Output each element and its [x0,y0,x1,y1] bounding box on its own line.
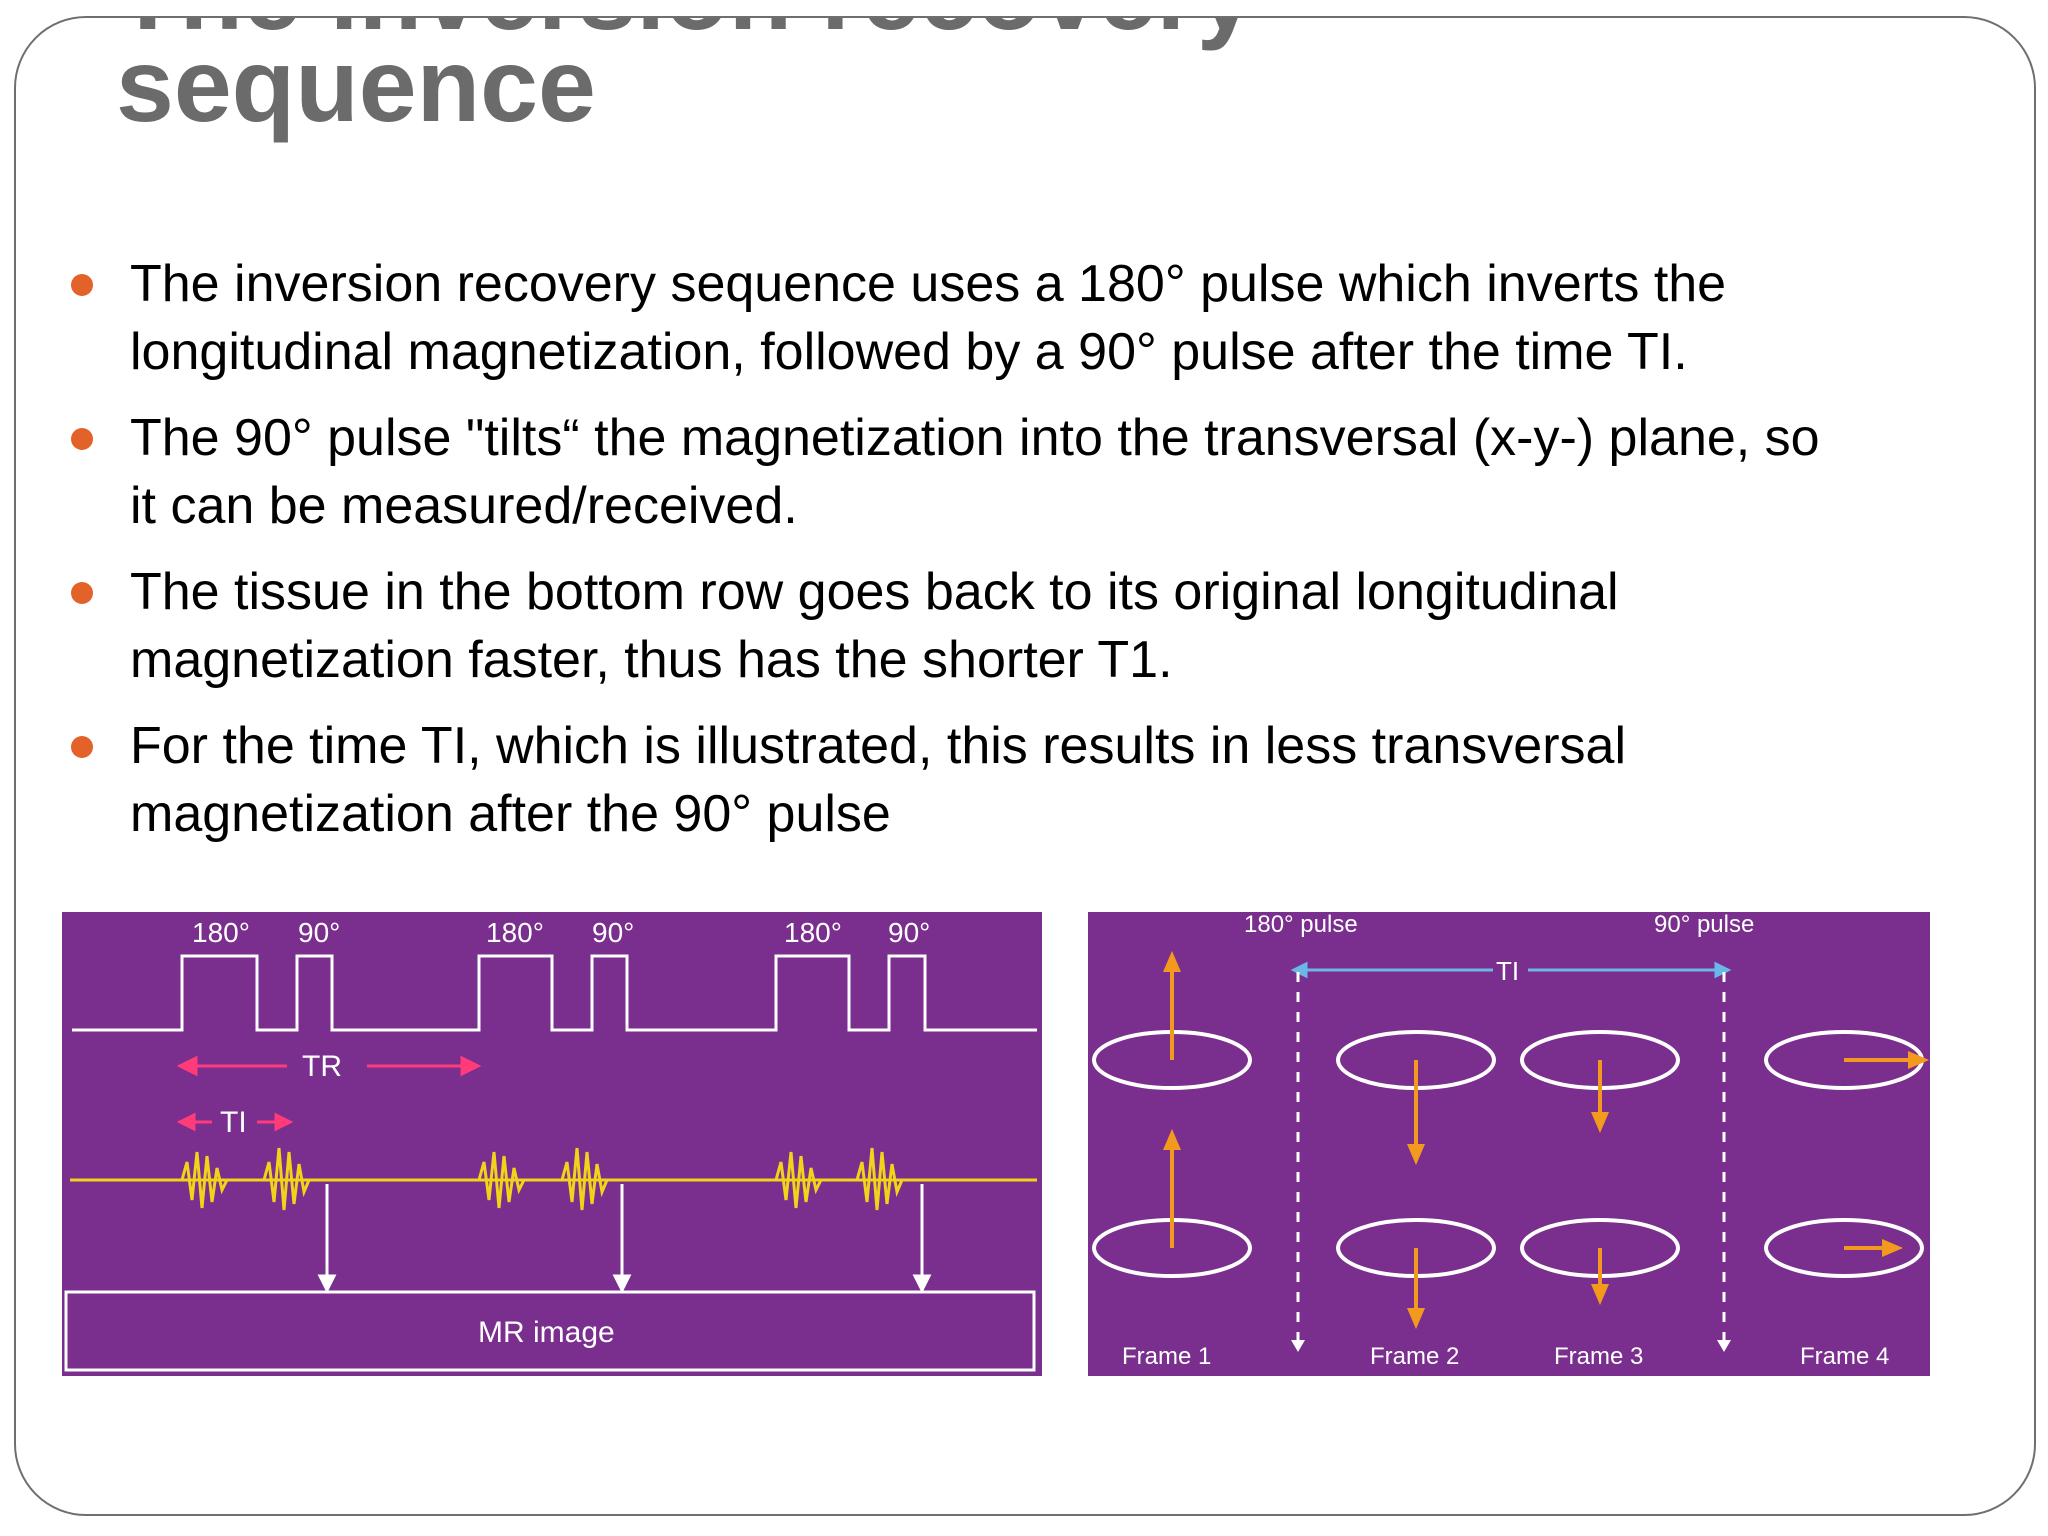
bullet-dot [71,428,93,450]
magnetization-figure: 180° pulse 90° pulse TI [1088,912,1930,1376]
slide-title-line-2: sequence [116,28,596,144]
frame-label: Frame 2 [1370,1343,1459,1370]
bullet-item: For the time TI, which is illustrated, t… [66,712,1826,848]
bullet-text: For the time TI, which is illustrated, t… [130,717,1626,843]
bullet-text: The tissue in the bottom row goes back t… [130,563,1619,689]
figure-background [1088,912,1930,1376]
readout-arrows [317,1184,932,1294]
bullet-text: The 90° pulse "tilts“ the magnetization … [130,409,1820,535]
bullet-dot [71,582,93,604]
bullet-text: The inversion recovery sequence uses a 1… [130,255,1727,381]
frame-label: Frame 3 [1554,1343,1643,1370]
bullet-item: The tissue in the bottom row goes back t… [66,558,1826,694]
pulse-180-label: 180° pulse [1244,912,1358,938]
bullet-item: The inversion recovery sequence uses a 1… [66,250,1826,386]
pulse-90-label: 90° pulse [1654,912,1754,938]
ti-label: TI [220,1106,247,1139]
mr-image-label: MR image [478,1316,615,1349]
ti-arrow [176,1112,294,1132]
frame-label: Frame 4 [1800,1343,1889,1370]
bullet-dot [71,274,93,296]
dash-arrowhead [1717,1340,1731,1352]
mr-image-box [64,1290,1036,1372]
timing-dashes [1296,972,1726,1342]
rf-pulse-train [72,954,1037,1032]
pulse-label-90: 90° [592,917,634,948]
bullet-list: The inversion recovery sequence uses a 1… [66,250,1826,866]
tr-label: TR [302,1050,342,1083]
pulse-label-90: 90° [888,917,930,948]
pulse-label-180: 180° [486,917,544,948]
pulse-label-180: 180° [784,917,842,948]
dash-arrowhead [1291,1340,1305,1352]
pulse-label-90: 90° [298,917,340,948]
bullet-item: The 90° pulse "tilts“ the magnetization … [66,404,1826,540]
pulse-label-180: 180° [192,917,250,948]
pulse-sequence-figure: 180° 90° 180° 90° 180° 90° TR TI [62,912,1042,1376]
frame-label: Frame 1 [1122,1343,1211,1370]
bullet-dot [71,736,93,758]
tr-arrow [176,1055,482,1077]
ti-label: TI [1496,956,1519,986]
magnetization-vectors [1162,950,1930,1330]
ti-span-arrow [1290,961,1732,979]
signal-bursts [180,1147,904,1211]
slide-title: The inversion recovery sequence [116,18,1255,144]
